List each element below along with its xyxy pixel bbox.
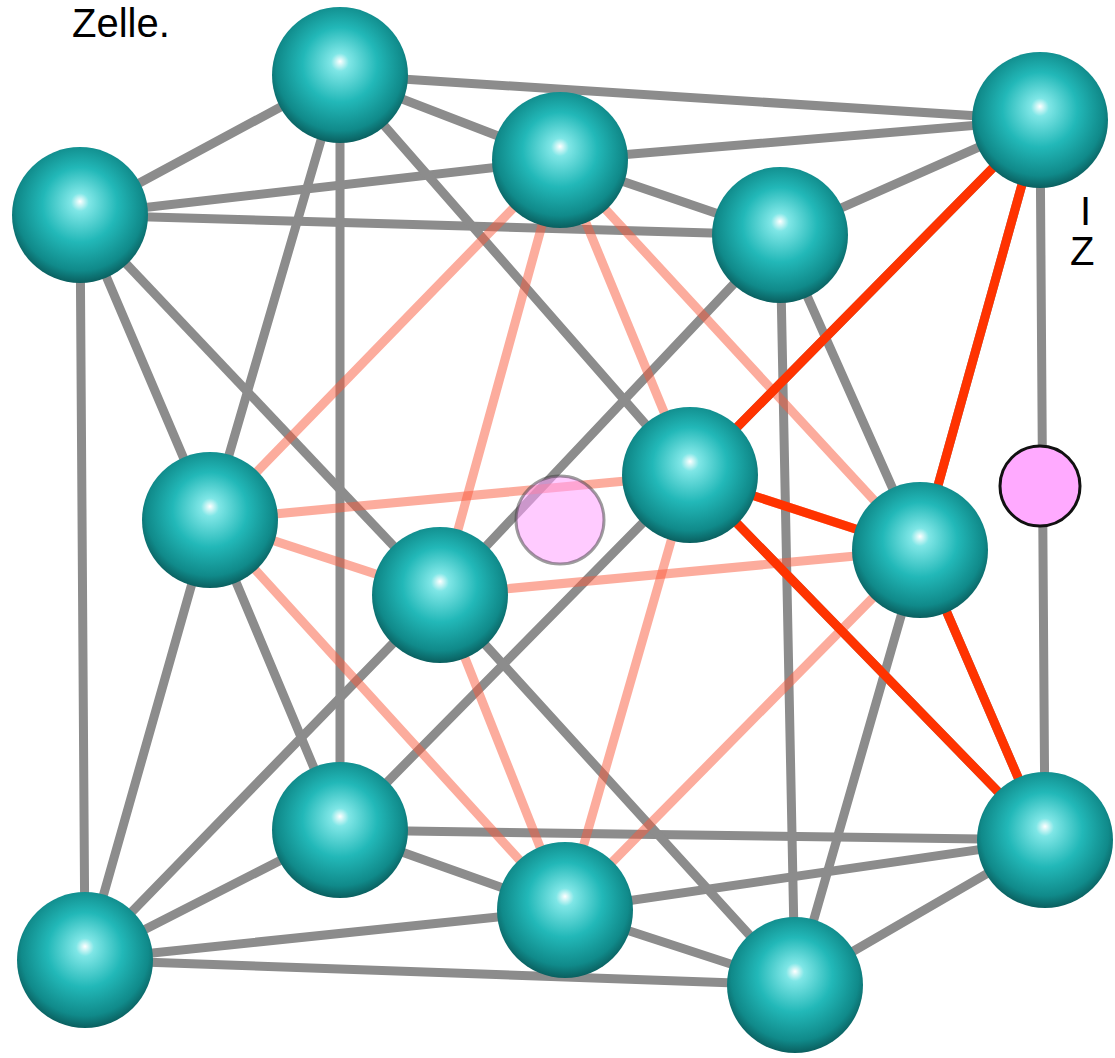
- tetrahedral-void: [1000, 446, 1080, 526]
- bond-line: [340, 830, 1045, 840]
- bond-line: [690, 475, 1045, 840]
- bond-line: [440, 595, 795, 985]
- bond-line: [80, 215, 440, 595]
- atom-sphere: [622, 407, 758, 543]
- bond-line: [80, 215, 780, 235]
- bond-line: [340, 75, 690, 475]
- bond-line: [80, 160, 560, 215]
- bond-line: [85, 595, 440, 960]
- atom-sphere: [972, 52, 1108, 188]
- caption-text: I: [1080, 188, 1091, 234]
- atom-sphere: [272, 7, 408, 143]
- bond-line: [560, 120, 1040, 160]
- atom-sphere: [372, 527, 508, 663]
- atom-sphere: [712, 167, 848, 303]
- atom-sphere: [17, 892, 153, 1028]
- bond-line: [80, 215, 85, 960]
- atom-sphere: [12, 147, 148, 283]
- atom-sphere: [727, 917, 863, 1053]
- atom-sphere: [272, 762, 408, 898]
- bond-line: [210, 475, 690, 520]
- atom-sphere: [497, 842, 633, 978]
- atom-sphere: [977, 772, 1113, 908]
- caption-text: Z: [1070, 228, 1094, 274]
- octahedral-void-edges: [210, 160, 920, 910]
- atom-sphere: [852, 482, 988, 618]
- bond-line: [85, 960, 795, 985]
- octahedral-void: [516, 476, 604, 564]
- bond-line: [560, 160, 920, 550]
- atom-sphere: [142, 452, 278, 588]
- bond-line: [210, 520, 565, 910]
- atom-sphere: [492, 92, 628, 228]
- bond-line: [690, 475, 1045, 840]
- bond-line: [440, 550, 920, 595]
- caption-text: Zelle.: [72, 0, 170, 46]
- bond-lines: [80, 75, 1045, 985]
- bond-line: [565, 840, 1045, 910]
- atoms: [12, 7, 1113, 1053]
- bond-line: [85, 910, 565, 960]
